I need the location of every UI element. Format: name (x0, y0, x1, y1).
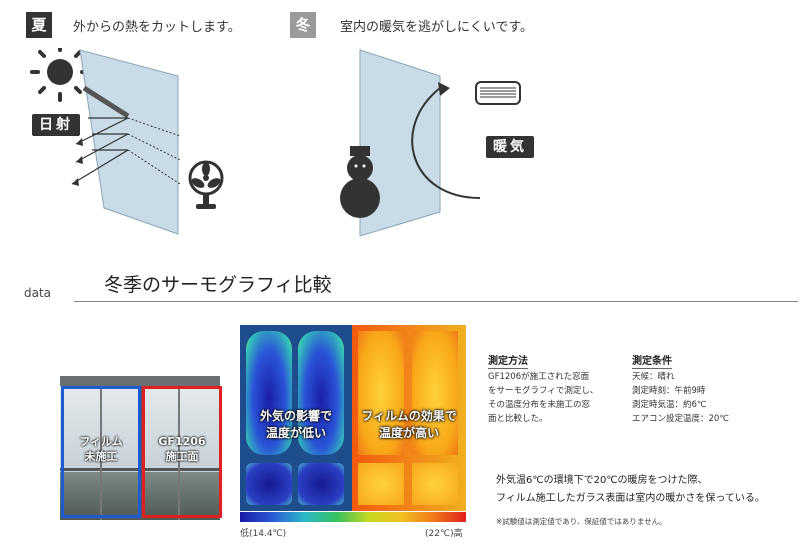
section-label: data (24, 286, 52, 300)
cold-area-label: 外気の影響で 温度が低い (259, 409, 332, 440)
section-title: 冬季のサーモグラフィ比較 (104, 274, 332, 296)
method-title: 測定方法 (488, 352, 528, 369)
winter-illustration (340, 49, 521, 237)
summer-heading: 外からの熱をカットします。 (73, 20, 241, 35)
summer-badge: 夏 (26, 12, 52, 38)
winter-badge: 冬 (290, 12, 316, 38)
conditions-text: 天候：晴れ 測定時刻：午前9時 測定時気温：約6℃ エアコン設定温度：20℃ (632, 372, 729, 424)
air-conditioner-icon (475, 81, 521, 105)
glass-pane (79, 49, 179, 235)
warm-area-label: フィルムの効果で 温度が高い (361, 409, 457, 440)
result-note: 外気温6℃の環境下で20℃の暖房をつけた際、 フィルム施工したガラス表面は室内の… (496, 475, 765, 504)
temperature-scale-bar (240, 512, 466, 522)
summer-illustration (30, 48, 224, 235)
fan-icon (188, 160, 224, 209)
method-text: GF1206が施工された窓面 をサーモグラフィで測定し、 その温度分布を未施工の… (488, 372, 599, 424)
scale-low-label: 低(14.4℃) (240, 529, 287, 539)
scale-high-label: (22℃)高 (425, 529, 463, 539)
unfilmed-label: フィルム 未施工 (79, 435, 123, 463)
heat-label: 暖気 (486, 136, 534, 158)
winter-heading: 室内の暖気を逃がしにくいです。 (340, 20, 534, 35)
sun-icon (30, 48, 90, 102)
snowman-icon (340, 146, 380, 218)
filmed-label: GF1206 施工面 (158, 435, 206, 463)
unfilmed-frame (61, 386, 141, 518)
thermography-image (240, 325, 466, 511)
section-divider (74, 301, 798, 302)
conditions-title: 測定条件 (632, 352, 672, 369)
sun-label: 日射 (32, 114, 80, 136)
filmed-frame (142, 386, 222, 518)
disclaimer: ※試験値は測定値であり、保証値ではありません。 (496, 517, 667, 526)
